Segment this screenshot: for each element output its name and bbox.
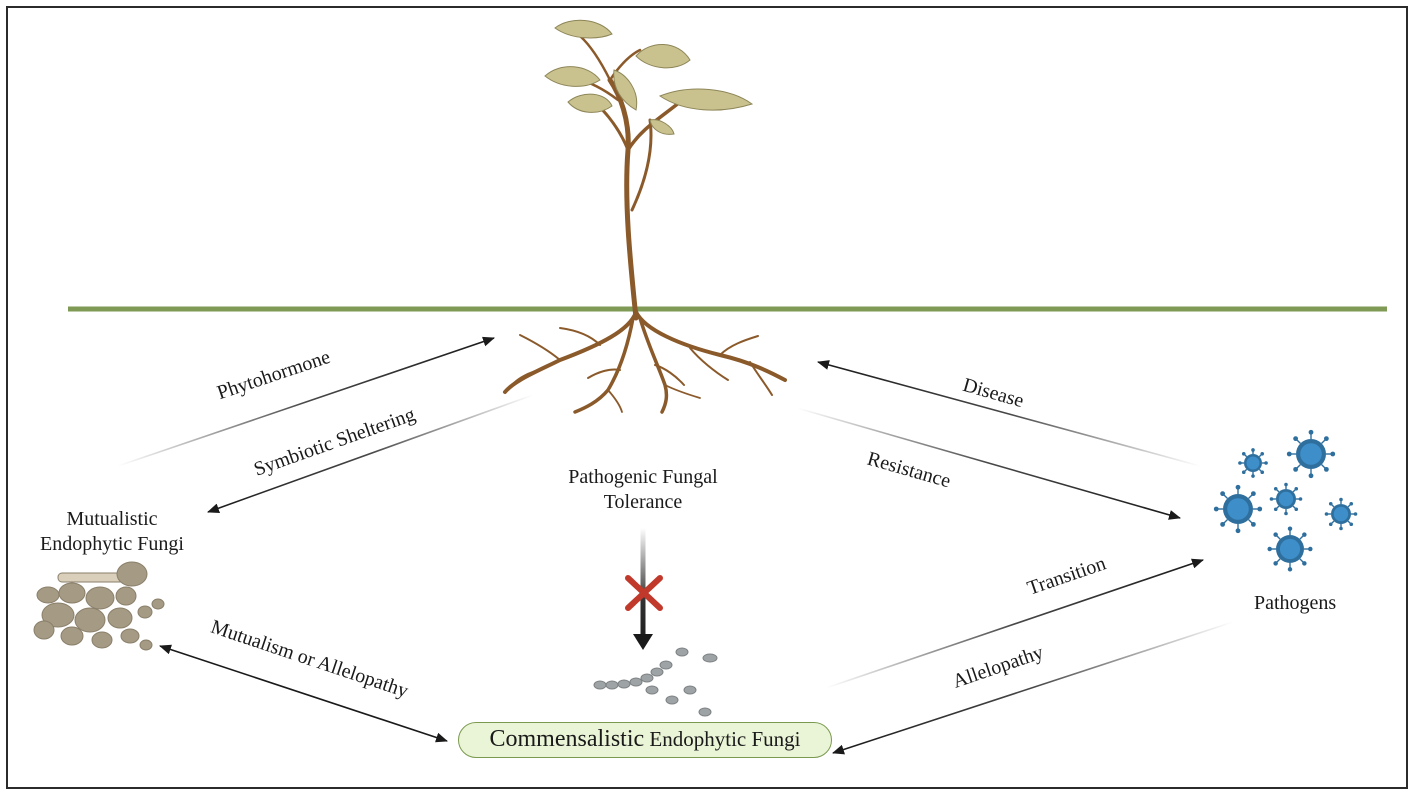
- label-mutualistic-fungi: Mutualistic Endophytic Fungi: [22, 507, 202, 557]
- label-commensalistic-part2: Endophytic Fungi: [644, 727, 801, 751]
- label-pathogenic-line2: Tolerance: [603, 491, 683, 513]
- pathogen-virus-icon: [1286, 429, 1336, 479]
- plant-icon: [503, 19, 787, 414]
- label-commensalistic-fungi: Commensalistic Endophytic Fungi: [458, 722, 832, 758]
- blocked-cross-icon: [625, 575, 663, 611]
- label-mutualistic-line2: Endophytic Fungi: [40, 533, 184, 555]
- arrow-phytohormone: [117, 336, 495, 467]
- pathogen-virus-icon: [1324, 497, 1358, 531]
- arrow-disease: [817, 360, 1201, 467]
- pathogen-virus-icon: [1213, 484, 1263, 534]
- pathogens-icon: [1213, 429, 1358, 572]
- arrow-symbiotic-sheltering: [207, 394, 534, 513]
- arrow-mutualism-or-allelopathy: [159, 644, 448, 743]
- plant-stem: [573, 34, 682, 321]
- commensalistic-fungi-box: [458, 722, 832, 758]
- arrow-allelopathy: [832, 621, 1234, 755]
- label-mutualistic-line1: Mutualistic: [66, 508, 158, 530]
- arrow-resistance: [796, 407, 1181, 520]
- blocked-arrow: [633, 528, 653, 650]
- plant-roots: [503, 310, 787, 414]
- mutualistic-fungi-icon: [33, 561, 165, 651]
- plant-leaves: [544, 19, 754, 135]
- label-commensalistic-part1: Commensalistic: [489, 726, 645, 752]
- pathogen-virus-icon: [1267, 526, 1313, 572]
- label-pathogenic-fungal-tolerance: Pathogenic Fungal Tolerance: [548, 465, 738, 515]
- arrow-transition: [825, 558, 1204, 689]
- commensalistic-fungi-icon: [593, 647, 718, 717]
- pathogen-virus-icon: [1269, 482, 1303, 516]
- pathogen-virus-icon: [1238, 448, 1268, 478]
- label-pathogens: Pathogens: [1254, 592, 1337, 614]
- label-pathogenic-line1: Pathogenic Fungal: [568, 466, 718, 488]
